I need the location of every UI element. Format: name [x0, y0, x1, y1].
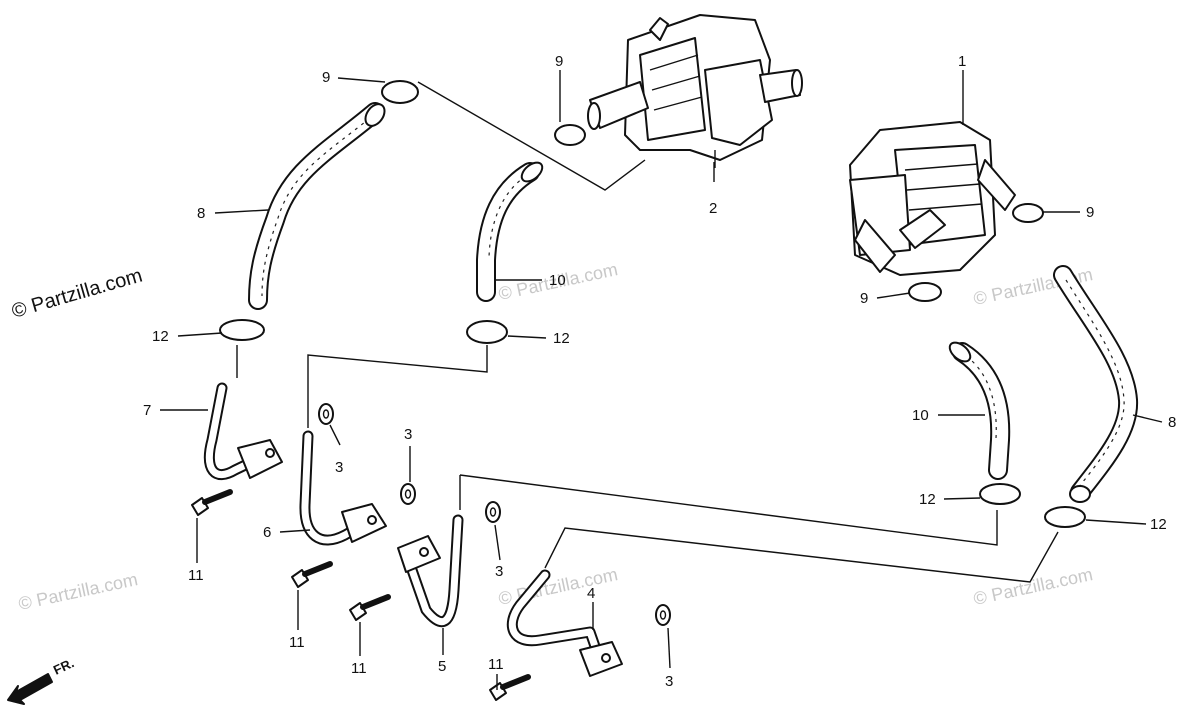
callout-11a: 11	[188, 567, 204, 584]
front-arrow-icon	[7, 673, 53, 705]
clamps	[219, 80, 1086, 528]
callout-9a: 9	[322, 69, 330, 86]
pipe-7	[203, 382, 283, 481]
clamp-12-mid	[466, 320, 508, 344]
callout-numbers: 1 2 3 3 3 3 4 5 6 7 8 8 9 9 9 9 10 10 11…	[143, 53, 1176, 690]
callout-12d: 12	[1150, 516, 1167, 533]
clamp-9-top	[554, 124, 586, 146]
hose-10-right	[948, 341, 1011, 480]
air-valve-upper	[587, 14, 803, 168]
callout-1: 1	[958, 53, 966, 70]
callout-12a: 12	[152, 328, 169, 345]
callout-6: 6	[263, 524, 271, 541]
hose-8-left	[248, 102, 386, 310]
clamp-12-left	[219, 319, 265, 341]
pipe-6	[299, 430, 387, 546]
callout-10b: 10	[912, 407, 929, 424]
air-valve-right	[849, 121, 1016, 276]
callout-10a: 10	[549, 272, 566, 289]
callout-7: 7	[143, 402, 151, 419]
hose-8-right	[1053, 265, 1139, 503]
callout-11d: 11	[488, 656, 504, 673]
washers	[318, 403, 671, 626]
callout-3d: 3	[665, 673, 673, 690]
pipe-4	[506, 569, 623, 677]
clamp-9-right-top	[1012, 203, 1044, 223]
routing-lines	[236, 81, 1059, 583]
callout-11b: 11	[289, 634, 305, 651]
clamp-9-top-left	[381, 80, 419, 104]
callout-8a: 8	[197, 205, 205, 222]
hose-10-left	[476, 161, 544, 302]
clamp-12-right	[979, 483, 1021, 505]
callout-9d: 9	[860, 290, 868, 307]
watermark: © Partzilla.com	[17, 569, 140, 614]
callout-12c: 12	[919, 491, 936, 508]
callout-2: 2	[709, 200, 717, 217]
leader-lines	[160, 70, 1163, 690]
callout-11c: 11	[351, 660, 367, 677]
clamp-12-far-right	[1044, 506, 1086, 528]
callout-3c: 3	[495, 563, 503, 580]
callout-3a: 3	[335, 459, 343, 476]
callout-3b: 3	[404, 426, 412, 443]
callout-12b: 12	[553, 330, 570, 347]
front-label: FR.	[51, 655, 76, 677]
pipe-5	[397, 514, 464, 627]
watermarks: © Partzilla.com © Partzilla.com © Partzi…	[17, 259, 1095, 614]
callout-5: 5	[438, 658, 446, 675]
callout-9c: 9	[1086, 204, 1094, 221]
callout-8b: 8	[1168, 414, 1176, 431]
callout-9b: 9	[555, 53, 563, 70]
copyright-text: © Partzilla.com	[9, 265, 145, 323]
clamp-9-right-bottom	[908, 282, 942, 302]
watermark: © Partzilla.com	[497, 564, 620, 609]
watermark: © Partzilla.com	[972, 564, 1095, 609]
callout-4: 4	[587, 585, 595, 602]
front-direction-indicator: FR.	[7, 655, 76, 705]
